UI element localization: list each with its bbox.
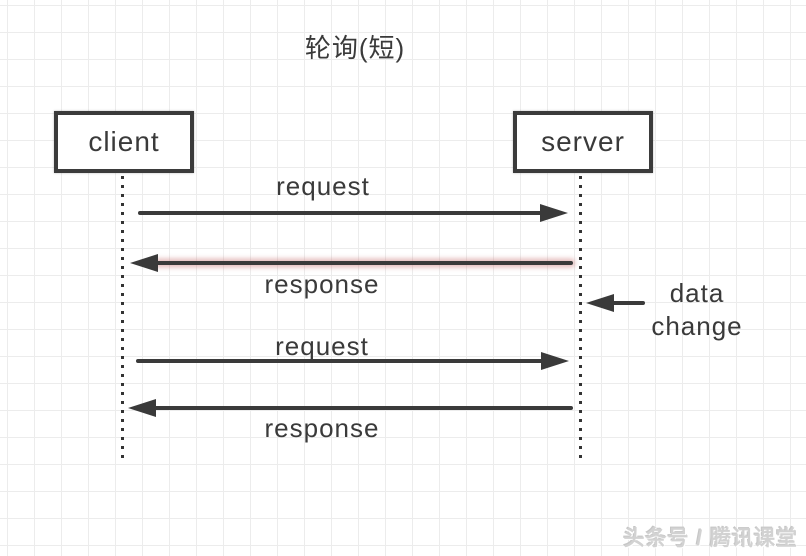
- data-change-label: data change: [651, 277, 742, 343]
- arrowhead-right-icon: [540, 204, 568, 222]
- request-arrow-1: [138, 211, 545, 215]
- server-lifeline: [579, 176, 582, 458]
- message-label-response-1: response: [264, 269, 380, 299]
- arrowhead-left-icon: [130, 254, 158, 272]
- response-arrow-2: [154, 406, 573, 410]
- client-lifeline: [121, 176, 124, 458]
- data-change-arrow: [610, 301, 645, 305]
- message-label-request-1: request: [276, 171, 370, 201]
- actor-label-client: client: [88, 126, 160, 157]
- actor-box-server: server: [513, 111, 653, 173]
- arrowhead-left-icon: [128, 399, 156, 417]
- watermark-text: 头条号 / 腾讯课堂: [623, 527, 798, 550]
- arrowhead-left-icon: [586, 294, 614, 312]
- request-arrow-2: [136, 359, 543, 363]
- diagram-title: 轮询(短): [304, 33, 406, 63]
- response-arrow-1: [156, 261, 573, 265]
- message-label-response-2: response: [264, 413, 380, 443]
- data-change-label-line2: change: [651, 311, 743, 341]
- data-change-label-line1: data: [669, 278, 725, 308]
- arrowhead-right-icon: [541, 352, 569, 370]
- actor-box-client: client: [54, 111, 194, 173]
- actor-label-server: server: [541, 126, 625, 157]
- message-label-request-2: request: [275, 331, 369, 361]
